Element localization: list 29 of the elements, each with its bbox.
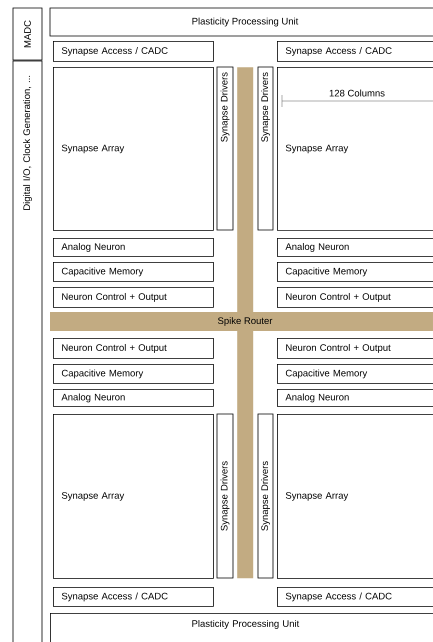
driver-strip: Synapse Drivers	[216, 66, 234, 230]
block-box: Capacitive Memory	[53, 364, 214, 384]
block-box: Analog Neuron	[53, 238, 214, 257]
block-box: Synapse Access / CADC	[53, 41, 214, 62]
driver-strip: Synapse Drivers	[258, 414, 274, 578]
driver-strip: Synapse Drivers	[258, 66, 274, 230]
block-box: Plasticity Processing Unit	[50, 8, 433, 36]
block-box: Synapse Access / CADC	[277, 41, 433, 62]
block-box: MADC	[12, 8, 42, 60]
block-box: Neuron Control + Output	[53, 338, 214, 359]
block-box: Synapse Access / CADC	[53, 587, 214, 607]
block-box: Analog Neuron	[277, 389, 433, 407]
block-box: Digital I/O, Clock Generation, ...	[12, 60, 42, 642]
driver-strip: Synapse Drivers	[216, 414, 234, 578]
block-box: Capacitive Memory	[277, 262, 433, 282]
block-box: Plasticity Processing Unit	[50, 613, 433, 642]
block-box: Analog Neuron	[277, 238, 433, 257]
block-box: Synapse Access / CADC	[277, 587, 433, 607]
block-box: Capacitive Memory	[53, 262, 214, 282]
block-box: Capacitive Memory	[277, 364, 433, 384]
array-box: Synapse Array	[277, 414, 433, 579]
block-box: Analog Neuron	[53, 389, 214, 407]
router-band: Spike Router	[50, 312, 433, 331]
array-box: Synapse Array	[53, 414, 214, 579]
block-box: Neuron Control + Output	[53, 287, 214, 308]
block-box: Neuron Control + Output	[277, 338, 433, 359]
block-box: Neuron Control + Output	[277, 287, 433, 308]
array-box: Synapse Array	[53, 67, 214, 231]
dimension-label: 128 Columns	[330, 90, 385, 96]
